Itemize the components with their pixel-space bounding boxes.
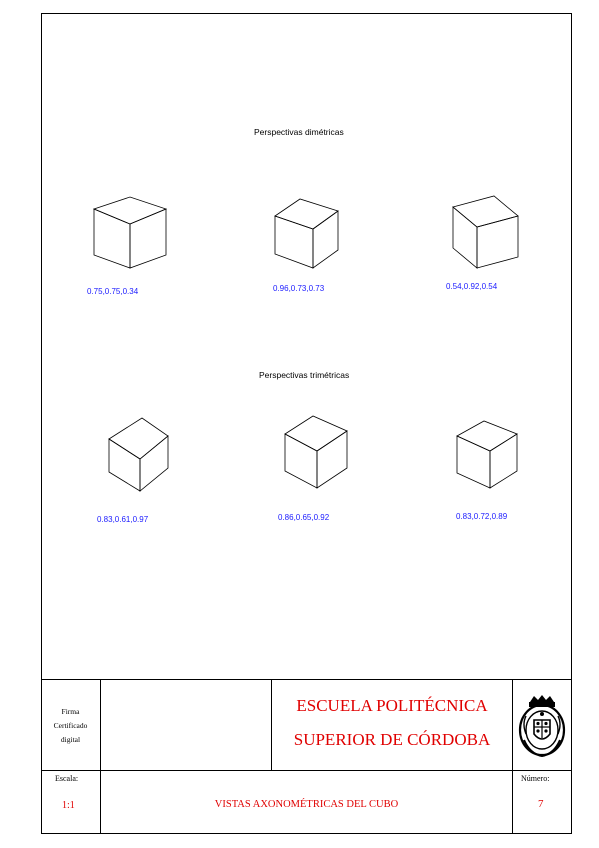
- title-block-divider: [100, 680, 101, 834]
- cube-drawing: [452, 195, 519, 269]
- firma-label: digital: [60, 735, 81, 744]
- drawing-title: VISTAS AXONOMÉTRICAS DEL CUBO: [214, 799, 399, 810]
- cube-drawing: [92, 196, 168, 269]
- drawing-frame: [41, 13, 572, 834]
- trimetric-section-title: Perspectivas trimétricas: [259, 370, 350, 380]
- title-block-middle-border: [42, 770, 571, 771]
- cube-label: 0.83,0.72,0.89: [456, 512, 508, 521]
- title-block-divider: [271, 680, 272, 770]
- cube-label: 0.83,0.61,0.97: [97, 515, 149, 524]
- numero-value: 7: [538, 798, 544, 810]
- cube-label: 0.96,0.73,0.73: [273, 284, 325, 293]
- cube-label: 0.54,0.92,0.54: [446, 282, 498, 291]
- cube-drawing: [108, 417, 169, 492]
- numero-label: Número:: [521, 774, 550, 783]
- cube-label: 0.86,0.65,0.92: [278, 513, 330, 522]
- escala-label: Escala:: [55, 774, 79, 783]
- escala-value: 1:1: [62, 800, 75, 811]
- cube-drawing: [274, 198, 339, 269]
- cube-drawing: [284, 415, 348, 489]
- dimetric-section-title: Perspectivas dimétricas: [254, 127, 344, 137]
- cube-drawing: [456, 420, 518, 489]
- school-name-line2: SUPERIOR DE CÓRDOBA: [293, 730, 491, 749]
- university-crest-icon: [518, 695, 566, 758]
- firma-label: Certificado: [53, 721, 88, 730]
- title-block-divider: [512, 680, 513, 834]
- cube-label: 0.75,0.75,0.34: [87, 287, 139, 296]
- firma-label: Firma: [61, 707, 80, 716]
- school-name-line1: ESCUELA POLITÉCNICA: [296, 696, 488, 715]
- title-block-top-border: [42, 679, 571, 680]
